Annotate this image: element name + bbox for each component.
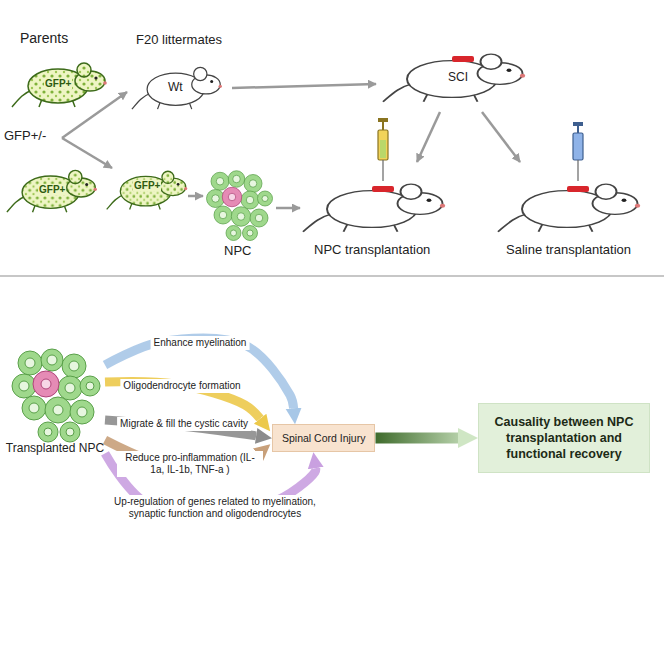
- panel-divider: [0, 275, 664, 277]
- injury-mark: [372, 186, 394, 192]
- injury-mark: [567, 186, 589, 192]
- process-box: Spinal Cord Injury: [272, 424, 375, 453]
- edge-label: Up-regulation of genes related to myelin…: [92, 495, 338, 521]
- flow-arrow: [232, 84, 376, 88]
- connector-arrow: [375, 433, 458, 444]
- npc-syringe: [378, 118, 388, 181]
- edge-label: Enhance myelination: [151, 336, 250, 350]
- npc-cells: [12, 349, 100, 442]
- figure-label: NPC transplantation: [314, 242, 430, 257]
- figure-label: NPC: [224, 243, 251, 258]
- figure-label: Saline transplantation: [506, 242, 631, 257]
- figure-label: SCI: [448, 70, 468, 84]
- genotype-label: GFP+: [44, 78, 72, 89]
- genotype-label: GFP+: [38, 184, 66, 195]
- gfp-mouse: [107, 171, 188, 209]
- npc-cells: [207, 171, 273, 241]
- gfp-mouse: [7, 170, 97, 212]
- genotype-label: GFP+: [133, 180, 161, 191]
- node-text: Spinal Cord Injury: [282, 432, 365, 445]
- saline-syringe: [573, 122, 583, 181]
- figure-label: Wt: [168, 80, 183, 94]
- saline-mouse: [498, 184, 640, 232]
- node-text: Causality between NPC transplantation an…: [491, 414, 637, 463]
- figure-label: GFP+/-: [4, 128, 46, 143]
- wt-mouse: [132, 67, 222, 109]
- edge-label: Migrate & fill the cystic cavity: [117, 417, 251, 431]
- node-text: Transplanted NPC: [5, 441, 105, 455]
- figure-label: F20 littermates: [136, 32, 222, 47]
- edge-label: Reduce pro-inflammation (IL-1a, IL-1b, T…: [117, 451, 263, 477]
- sci-mouse: [383, 54, 525, 102]
- flow-arrow: [482, 112, 520, 162]
- flow-arrow: [276, 207, 300, 210]
- treated-mouse: [303, 184, 445, 232]
- breeding-arrow: [62, 92, 127, 138]
- cell-cluster-node: Transplanted NPC: [5, 345, 105, 455]
- edge-label: Oligodendrocyte formation: [120, 379, 243, 393]
- breeding-arrow: [62, 138, 112, 168]
- injury-mark: [452, 56, 474, 62]
- flow-arrow: [417, 112, 440, 162]
- flow-arrow: [188, 195, 203, 198]
- outcome-box: Causality between NPC transplantation an…: [478, 403, 650, 474]
- gfp-mouse: [12, 63, 107, 107]
- figure-label: Parents: [20, 30, 68, 46]
